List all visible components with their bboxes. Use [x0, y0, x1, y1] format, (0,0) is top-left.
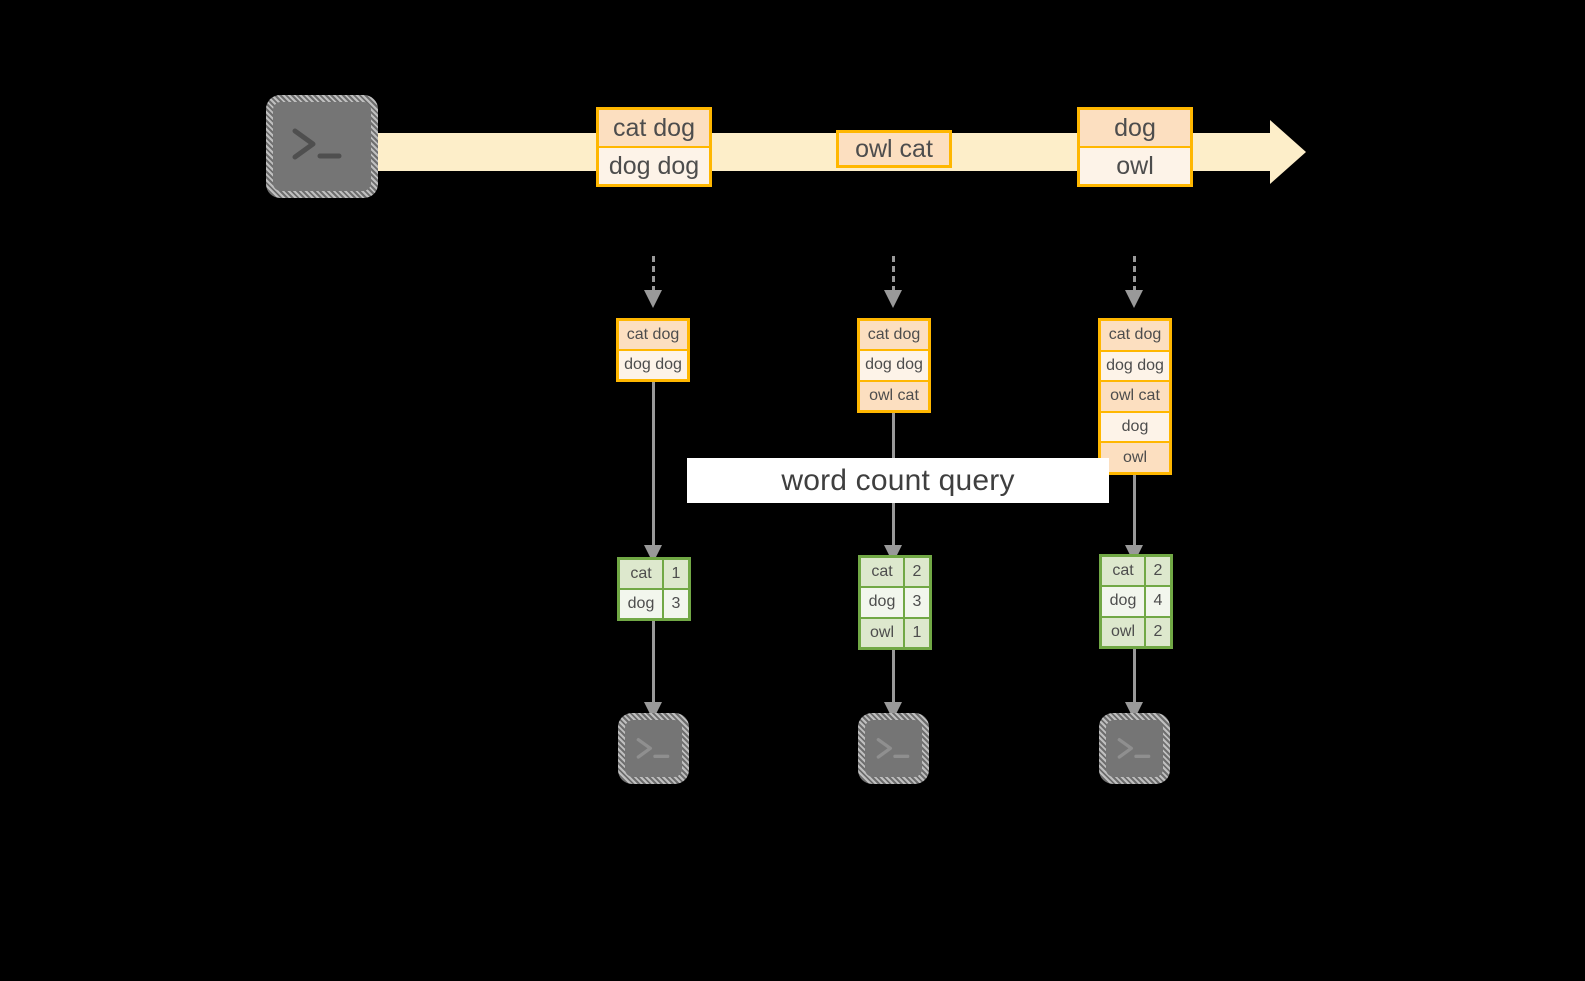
accumulated-row: dog dog — [619, 351, 687, 379]
query-arrow-line-3 — [1133, 475, 1136, 550]
accumulated-table-1[interactable]: cat dog dog dog — [616, 318, 690, 382]
result-row: owl 2 — [1102, 617, 1170, 646]
terminal-prompt — [1106, 720, 1163, 777]
result-row: dog 3 — [620, 590, 688, 618]
result-count: 2 — [1153, 622, 1163, 640]
result-count: 3 — [671, 595, 681, 612]
stream-batch-line: dog dog — [599, 148, 709, 184]
accumulated-row: cat dog — [1101, 321, 1169, 352]
result-row: owl 1 — [861, 618, 929, 647]
accumulated-row: cat dog — [619, 321, 687, 351]
terminal-screen — [625, 720, 682, 777]
stream-batch-3[interactable]: dog owl — [1077, 107, 1193, 187]
accumulated-row: cat dog — [860, 321, 928, 352]
result-count: 3 — [912, 593, 922, 611]
sink-terminal-icon-3[interactable] — [1099, 713, 1170, 784]
result-word: cat — [861, 558, 905, 587]
result-count: 2 — [912, 563, 922, 581]
result-table-3[interactable]: cat 2 dog 4 owl 2 — [1099, 554, 1173, 649]
result-count: 2 — [1153, 562, 1163, 580]
result-table-1[interactable]: cat 1 dog 3 — [617, 557, 691, 621]
query-label: word count query — [687, 458, 1109, 503]
result-row: cat 2 — [1102, 557, 1170, 588]
stream-arrowhead-icon — [1270, 120, 1306, 184]
terminal-screen — [273, 102, 371, 191]
result-row: dog 4 — [1102, 587, 1170, 618]
result-row: cat 2 — [861, 558, 929, 589]
stream-batch-2[interactable]: owl cat — [836, 130, 952, 168]
trigger-arrow-line-2 — [892, 256, 895, 292]
result-word: dog — [861, 588, 905, 617]
accumulated-row: owl cat — [860, 381, 928, 410]
result-word: cat — [1102, 557, 1146, 586]
result-count: 1 — [912, 623, 922, 641]
stream-batch-line: owl cat — [839, 133, 949, 165]
trigger-arrowhead-icon-2 — [884, 290, 902, 308]
accumulated-table-3[interactable]: cat dog dog dog owl cat dog owl — [1098, 318, 1172, 475]
stream-batch-line: cat dog — [599, 110, 709, 148]
accumulated-row: owl cat — [1101, 382, 1169, 413]
source-terminal-icon[interactable] — [266, 95, 378, 198]
result-count: 4 — [1153, 592, 1163, 610]
accumulated-row: dog dog — [860, 351, 928, 382]
result-row: cat 1 — [620, 560, 688, 590]
terminal-screen — [865, 720, 922, 777]
terminal-prompt — [865, 720, 922, 777]
result-word: cat — [620, 560, 664, 588]
result-word: dog — [620, 590, 664, 618]
result-word: dog — [1102, 587, 1146, 616]
result-count: 1 — [671, 565, 681, 582]
trigger-arrow-line-3 — [1133, 256, 1136, 292]
sink-arrow-line-2 — [892, 650, 895, 708]
trigger-arrow-line-1 — [652, 256, 655, 292]
result-word: owl — [1102, 617, 1146, 646]
sink-terminal-icon-1[interactable] — [618, 713, 689, 784]
accumulated-row: owl — [1101, 443, 1169, 472]
trigger-arrowhead-icon-1 — [644, 290, 662, 308]
stream-batch-line: dog — [1080, 110, 1190, 148]
terminal-prompt — [273, 102, 371, 191]
accumulated-row: dog dog — [1101, 351, 1169, 383]
sink-arrow-line-1 — [652, 621, 655, 708]
query-arrow-line-1 — [652, 382, 655, 550]
sink-arrow-line-3 — [1133, 649, 1136, 708]
accumulated-row: dog — [1101, 412, 1169, 444]
terminal-screen — [1106, 720, 1163, 777]
result-row: dog 3 — [861, 588, 929, 619]
result-table-2[interactable]: cat 2 dog 3 owl 1 — [858, 555, 932, 650]
stream-batch-1[interactable]: cat dog dog dog — [596, 107, 712, 187]
result-word: owl — [861, 618, 905, 647]
sink-terminal-icon-2[interactable] — [858, 713, 929, 784]
trigger-arrowhead-icon-3 — [1125, 290, 1143, 308]
stream-batch-line: owl — [1080, 148, 1190, 184]
terminal-prompt — [625, 720, 682, 777]
accumulated-table-2[interactable]: cat dog dog dog owl cat — [857, 318, 931, 413]
